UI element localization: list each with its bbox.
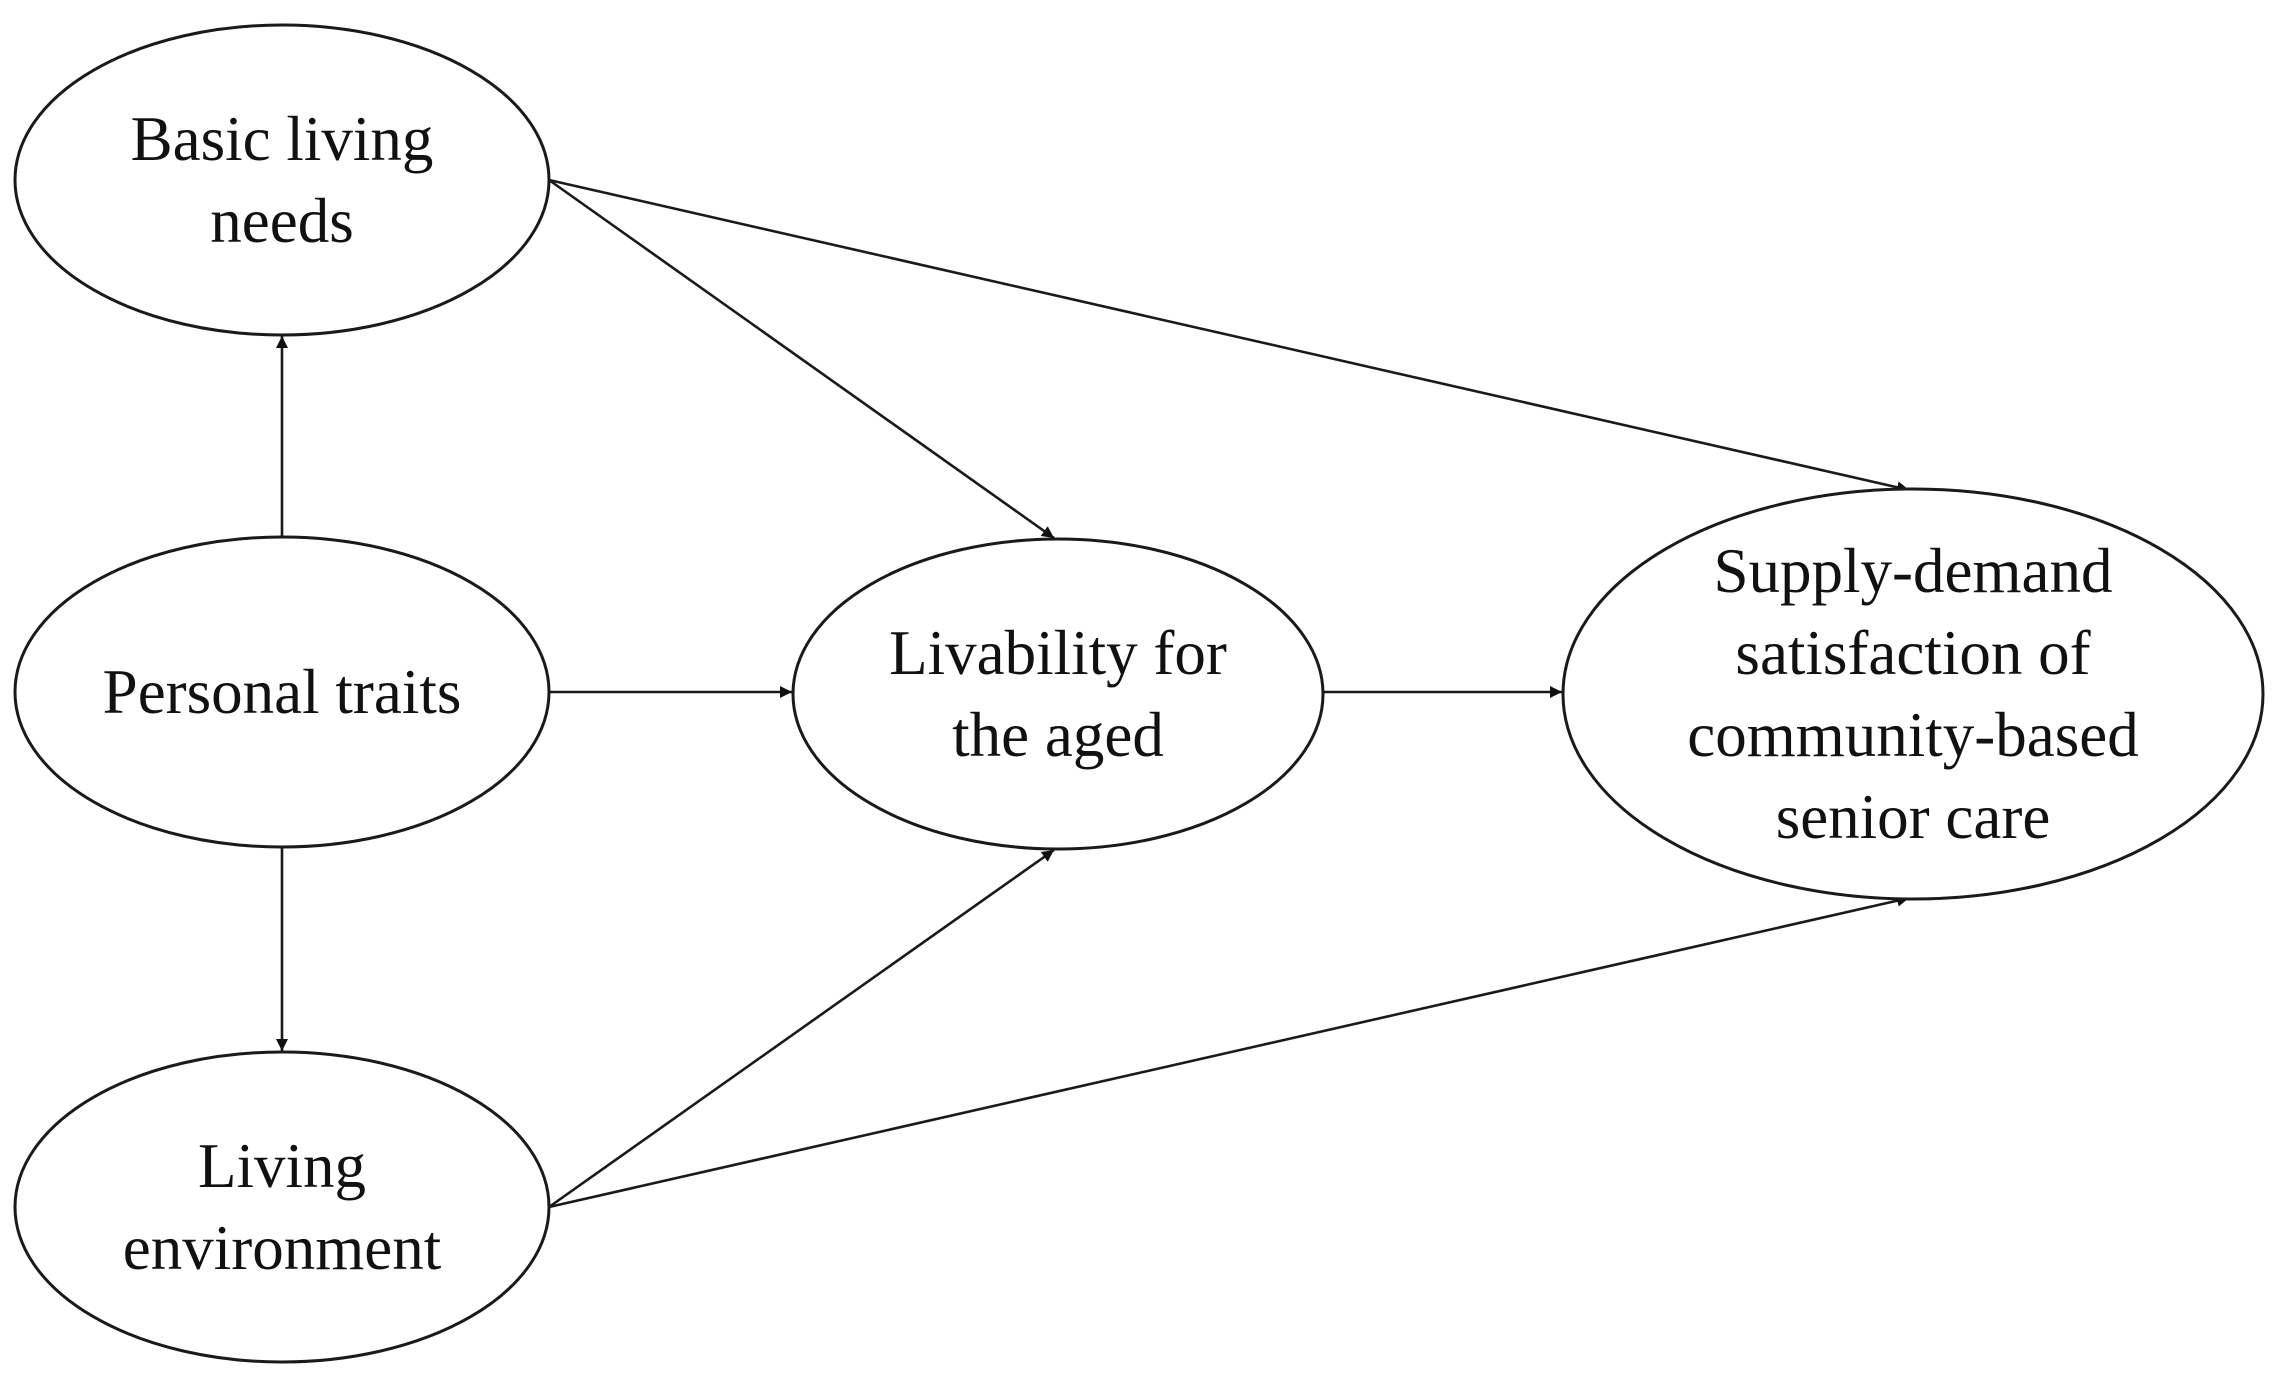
node-satisfaction: Supply-demand satisfaction of community-ba…	[1561, 487, 2265, 901]
node-livability-label-line: Livability for	[889, 618, 1227, 688]
node-environment-ellipse	[13, 1050, 551, 1364]
node-satisfaction-label-line: senior care	[1776, 782, 2051, 852]
edges-layer	[276, 178, 1910, 1209]
arrow-basic-to-satisfaction	[548, 178, 1910, 494]
node-satisfaction-label-line: Supply-demand	[1714, 536, 2113, 606]
node-basic: Basic living needs	[13, 23, 551, 337]
node-satisfaction-ellipse	[1561, 487, 2265, 901]
node-basic-label-line: needs	[210, 186, 353, 256]
node-basic-ellipse	[13, 23, 551, 337]
node-basic-label-line: Basic living	[131, 104, 434, 174]
arrow-basic-to-livability	[548, 178, 1055, 540]
node-satisfaction-label-line: satisfaction of	[1735, 618, 2090, 688]
arrow-environment-to-satisfaction	[548, 894, 1910, 1209]
node-livability: Livability for the aged	[791, 537, 1325, 851]
node-livability-label-line: the aged	[952, 700, 1164, 770]
node-personal-label-line: Personal traits	[103, 657, 462, 727]
node-environment-label-line: environment	[123, 1213, 442, 1283]
node-environment: Living environment	[13, 1050, 551, 1364]
arrow-environment-to-livability	[548, 848, 1055, 1209]
node-personal: Personal traits	[13, 535, 551, 849]
node-personal-ellipse	[13, 535, 551, 849]
node-environment-label-line: Living	[198, 1131, 366, 1201]
node-livability-ellipse	[791, 537, 1325, 851]
node-satisfaction-label-line: community-based	[1687, 700, 2138, 770]
